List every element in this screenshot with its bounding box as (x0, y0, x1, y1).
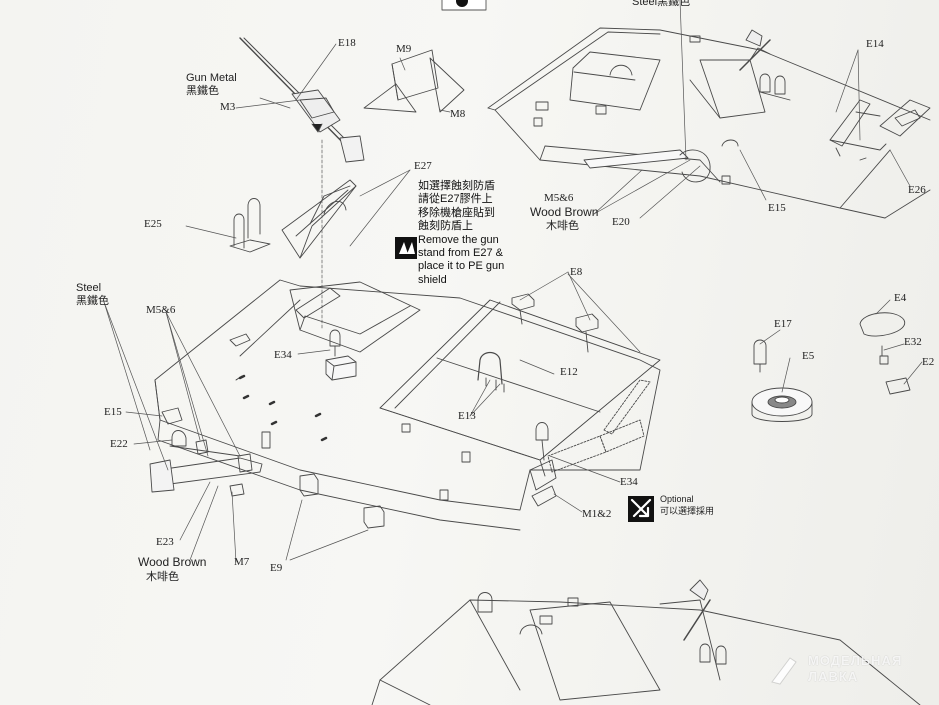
label-wood-brown-top-cn: 木啡色 (546, 220, 579, 232)
label-e18: E18 (338, 37, 356, 49)
label-e34-b: E34 (620, 476, 638, 488)
e14-part (829, 99, 931, 161)
label-e15-top: E15 (768, 202, 786, 214)
label-e34-a: E34 (274, 349, 292, 361)
label-e23: E23 (156, 536, 174, 548)
label-gun-metal: Gun Metal (186, 72, 237, 84)
note-en-line2: stand from E27 & (418, 247, 503, 260)
label-steel-left: Steel (76, 282, 102, 294)
note-cn-line2: 請從E27膠件上 (418, 193, 493, 206)
optional-label: Optional (660, 494, 694, 504)
watermark-line2: ЛАВКА (808, 669, 859, 684)
e34-right-part (529, 422, 557, 507)
optional-arrows-icon (628, 496, 654, 522)
label-e27: E27 (414, 160, 432, 172)
black-dot-icon (441, 0, 487, 11)
note-cn-line4: 蝕刻防盾上 (418, 220, 473, 233)
label-e12: E12 (560, 366, 578, 378)
pe-shield-parts (363, 49, 465, 113)
e8-parts (511, 293, 599, 353)
watermark-logo-icon (771, 657, 797, 685)
label-e2-partial: E2 (922, 356, 935, 368)
label-e26: E26 (908, 184, 926, 196)
cut-remove-icon (395, 237, 417, 259)
label-e22: E22 (110, 438, 128, 450)
label-e20: E20 (612, 216, 630, 228)
m3-machine-gun (239, 37, 365, 163)
e27-gun-shield (281, 179, 357, 319)
e17-e5-parts (751, 339, 813, 422)
leader-lines (103, 0, 923, 563)
note-en-line1: Remove the gun (418, 233, 499, 246)
label-steel-left-cn: 黑鐵色 (76, 295, 109, 307)
label-m1-2: M1&2 (582, 508, 612, 520)
label-e13: E13 (458, 410, 476, 422)
e25-mounts (229, 198, 271, 253)
note-cn-line3: 移除機槍座貼到 (418, 206, 495, 219)
label-steel-top: Steel黑鐵色 (632, 0, 691, 8)
label-gun-metal-cn: 黑鐵色 (186, 85, 219, 97)
label-e14: E14 (866, 38, 884, 50)
label-e5: E5 (802, 350, 815, 362)
main-hull (154, 279, 661, 531)
watermark-line1: МОДЕЛЬНАЯ (808, 653, 903, 668)
label-wood-brown-bottom-cn: 木啡色 (146, 571, 179, 583)
label-m7: M7 (234, 556, 250, 568)
e9-parts (299, 473, 385, 529)
lower-hull-repeat (371, 579, 921, 705)
label-m3: M3 (220, 101, 236, 113)
label-m5-6-left: M5&6 (146, 304, 176, 316)
label-e15-left: E15 (104, 406, 122, 418)
label-m5-6-top: M5&6 (544, 192, 574, 204)
note-en-line3: place it to PE gun (418, 260, 505, 273)
label-m9: M9 (396, 43, 412, 55)
note-en-line4: shield (418, 273, 447, 286)
label-e4: E4 (894, 292, 907, 304)
label-e32: E32 (904, 336, 922, 348)
note-cn-line1: 如選擇蝕刻防盾 (418, 180, 495, 192)
label-e9: E9 (270, 562, 283, 574)
remove-gun-note: 如選擇蝕刻防盾 請從E27膠件上 移除機槍座貼到 蝕刻防盾上 Remove th… (418, 180, 504, 287)
label-wood-brown-bottom: Wood Brown (138, 555, 207, 569)
label-e25: E25 (144, 218, 162, 230)
e4-e32-parts (859, 312, 911, 395)
label-e17: E17 (774, 318, 792, 330)
left-assembly (149, 407, 263, 497)
label-e8: E8 (570, 266, 583, 278)
upper-hull-top-view (487, 27, 931, 219)
label-m8: M8 (450, 108, 466, 120)
label-wood-brown-top: Wood Brown (530, 205, 599, 219)
optional-label-cn: 可以選擇採用 (660, 506, 715, 516)
e34-box (325, 329, 357, 381)
